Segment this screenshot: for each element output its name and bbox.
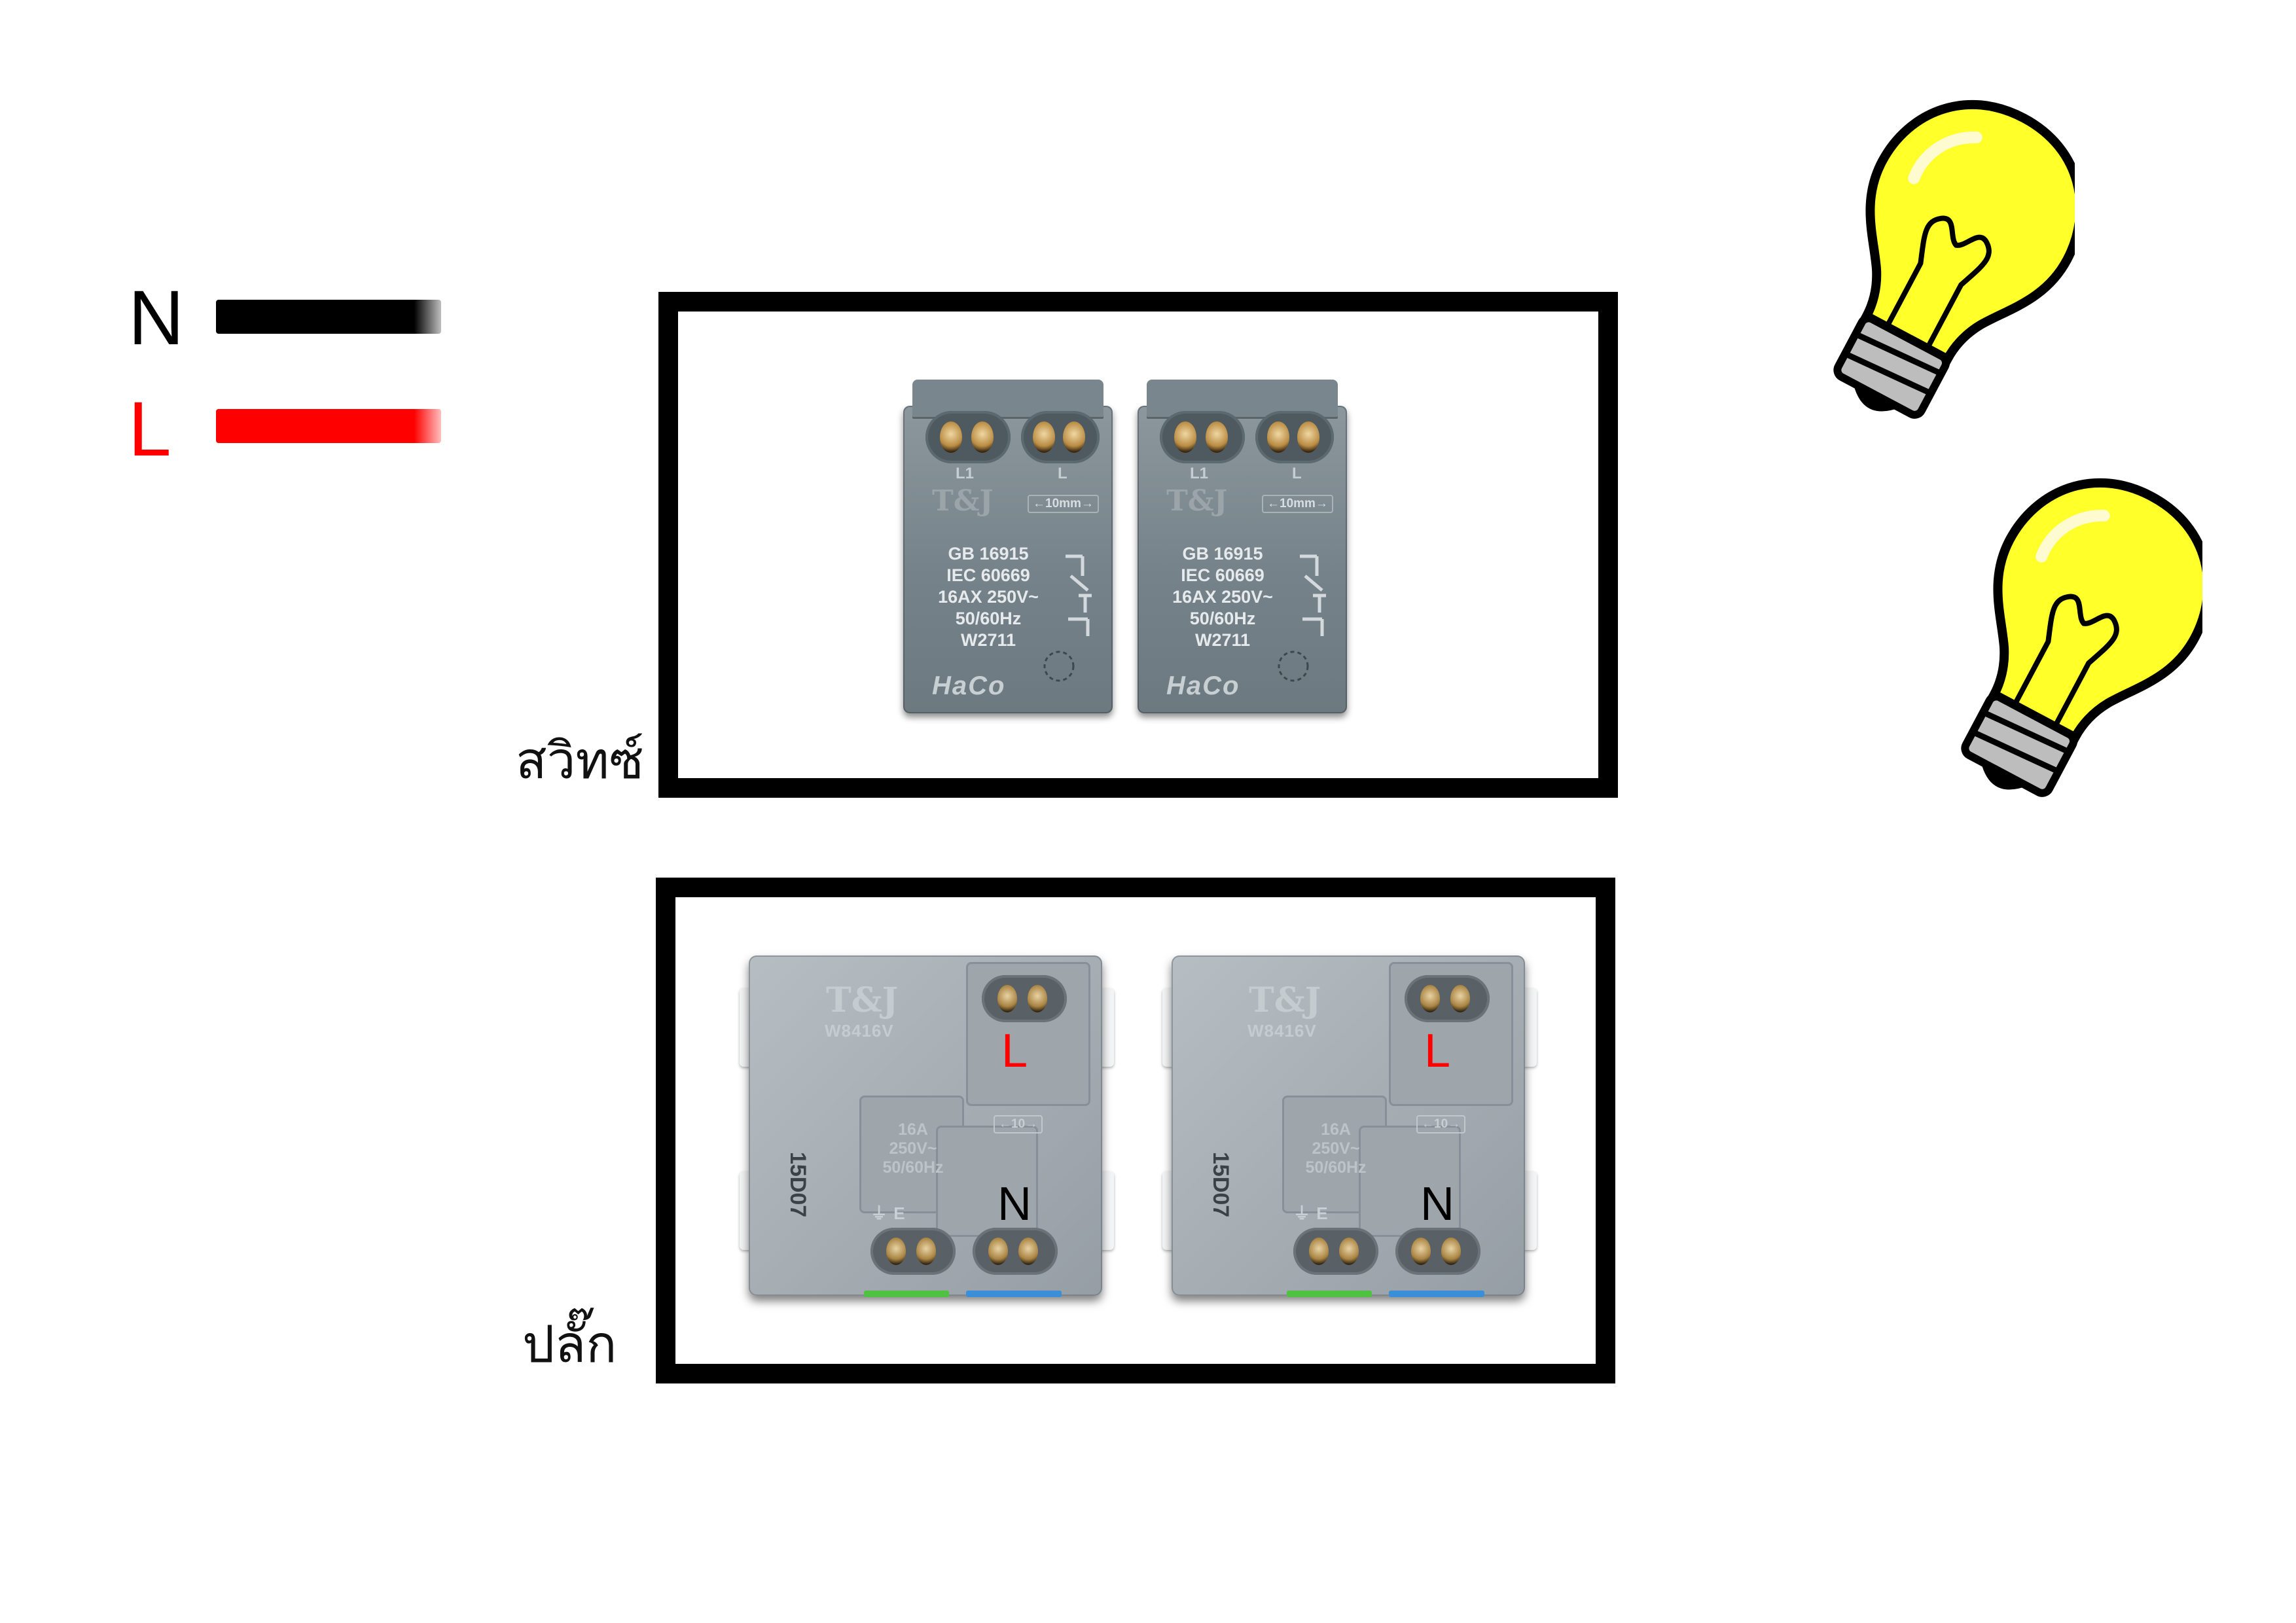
legend-live-wire <box>216 409 441 443</box>
outlet-date-code: 15D07 <box>1208 1152 1233 1218</box>
switch-box <box>658 292 1618 798</box>
outlet-brand: T&J <box>826 980 899 1020</box>
light-bulb-icon <box>1833 99 2075 419</box>
outlet-date-code: 15D07 <box>785 1152 810 1218</box>
switch-symbol-icon <box>1300 554 1326 636</box>
legend-n-letter: N <box>128 275 185 361</box>
outlet-neutral-mark: N <box>1420 1178 1454 1230</box>
neutral-terminal-strip <box>966 1291 1062 1297</box>
outlet-model: W8416V <box>825 1021 894 1041</box>
neutral-terminal-strip <box>1389 1291 1484 1297</box>
switch-brand: T&J <box>932 484 994 518</box>
terminal-l-label: L <box>1058 465 1067 482</box>
switch-brand: T&J <box>1166 484 1228 518</box>
outlet-module-2: T&J W8416V 16A 250V~ 50/60Hz ←10→ 15D07 … <box>1162 949 1537 1309</box>
earth-terminal-strip <box>864 1291 949 1297</box>
plug-section-label: ปลั๊ก <box>522 1315 617 1374</box>
strip-length-badge: ←10mm→ <box>1028 495 1099 513</box>
light-bulb-icon <box>1961 478 2202 797</box>
outlet-live-mark: L <box>1424 1025 1451 1077</box>
outlet-spec: 16A 250V~ 50/60Hz <box>882 1120 944 1177</box>
switch-section-label: สวิทซ์ <box>516 732 644 791</box>
earth-mark: ⏚ E <box>1293 1204 1329 1223</box>
earth-terminal-strip <box>1287 1291 1372 1297</box>
outlet-model: W8416V <box>1247 1021 1317 1041</box>
terminal-l1-label: L1 <box>956 465 975 482</box>
outlet-spec: 16A 250V~ 50/60Hz <box>1305 1120 1367 1177</box>
switch-module-2: L1 L T&J ←10mm→ GB 16915 IEC 60669 16AX … <box>1138 380 1347 720</box>
switch-maker: HaCo <box>1166 671 1240 700</box>
switch-symbol-icon <box>1066 554 1092 636</box>
outlet-brand: T&J <box>1249 980 1321 1020</box>
outlet-neutral-mark: N <box>997 1178 1031 1230</box>
earth-mark: ⏚ E <box>870 1204 906 1223</box>
switch-maker: HaCo <box>932 671 1006 700</box>
switch-spec: GB 16915 IEC 60669 16AX 250V~ 50/60Hz W2… <box>1172 544 1273 650</box>
outlet-live-mark: L <box>1001 1025 1028 1077</box>
strip-length-badge: ←10mm→ <box>1262 495 1333 513</box>
terminal-l-label: L <box>1292 465 1302 482</box>
switch-spec: GB 16915 IEC 60669 16AX 250V~ 50/60Hz W2… <box>938 544 1039 650</box>
strip-length-badge: ←10→ <box>1416 1115 1466 1133</box>
strip-length-badge: ←10→ <box>994 1115 1043 1133</box>
outlet-module-1: T&J W8416V 16A 250V~ 50/60Hz ←10→ 15D07 … <box>740 949 1114 1309</box>
legend-l-letter: L <box>128 386 171 473</box>
mounting-hole-icon <box>1043 651 1075 682</box>
legend-neutral-wire <box>216 300 441 334</box>
terminal-l1-label: L1 <box>1190 465 1209 482</box>
switch-module-1: L1 L T&J ←10mm→ GB 16915 IEC 60669 16AX … <box>903 380 1113 720</box>
mounting-hole-icon <box>1278 651 1309 682</box>
